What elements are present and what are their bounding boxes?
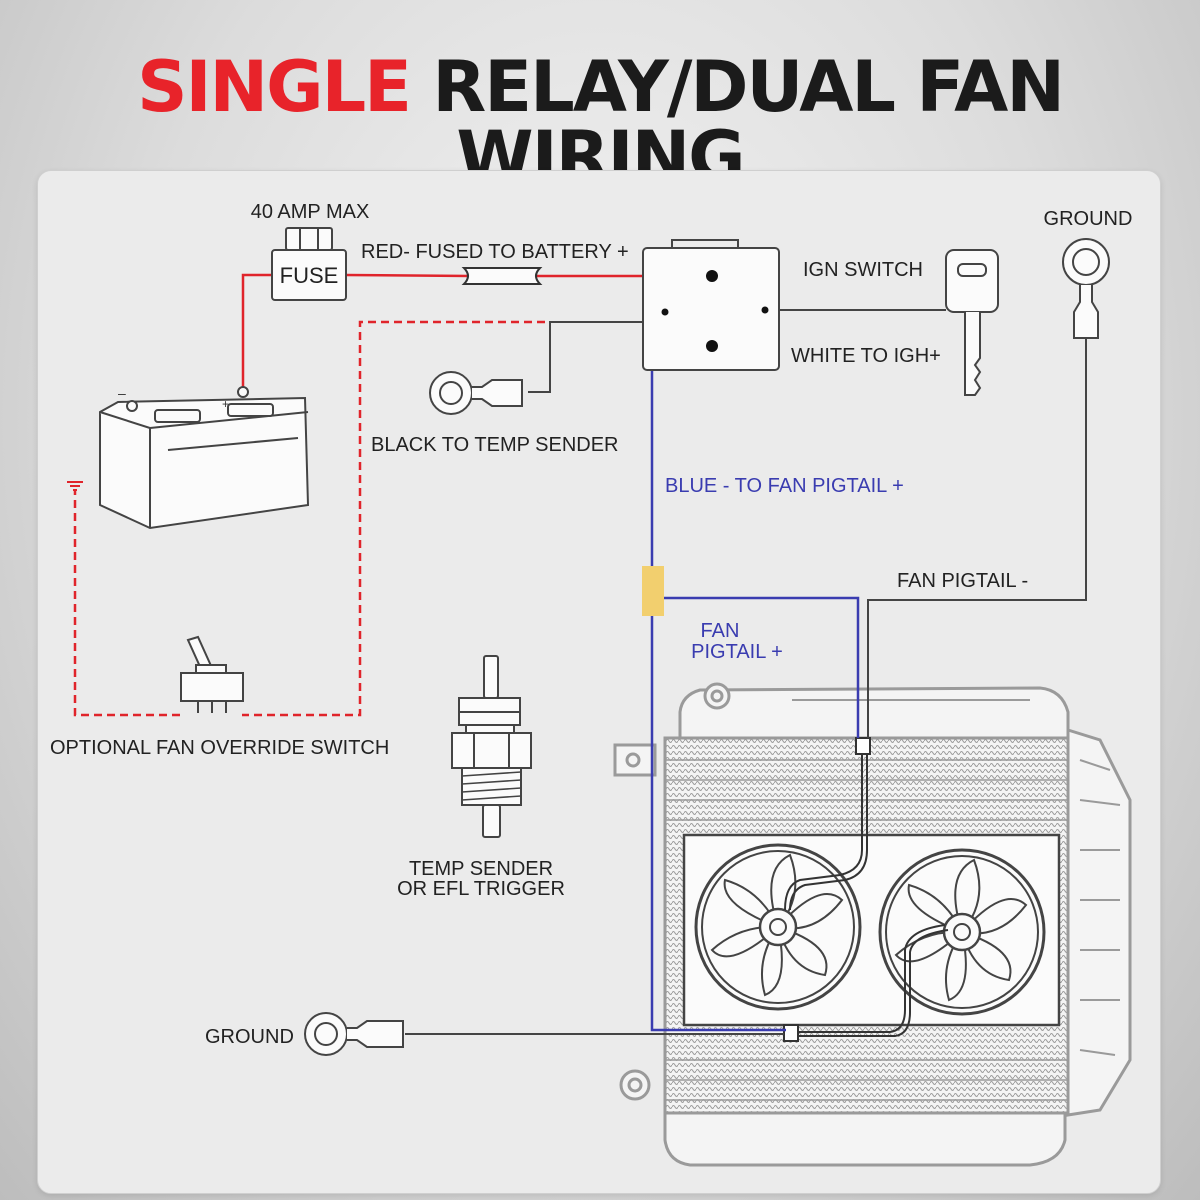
fan-icon [878, 848, 1046, 1016]
override-switch-label: OPTIONAL FAN OVERRIDE SWITCH [50, 737, 389, 759]
temp-sender-label-line2: OR EFL TRIGGER [397, 878, 565, 900]
toggle-switch-icon [180, 635, 244, 713]
svg-text:–: – [118, 385, 126, 401]
temp-sender-icon [451, 655, 532, 838]
ign-switch-label: IGN SWITCH [803, 259, 923, 281]
temp-sender-label-line1: TEMP SENDER [409, 858, 553, 880]
ground-symbol-icon [67, 481, 83, 491]
ring-terminal-icon [304, 1012, 404, 1056]
title-rest: RELAY/DUAL FAN WIRING [410, 46, 1065, 198]
white-wire-label: WHITE TO IGH+ [791, 345, 941, 367]
inline-fuse-icon [461, 267, 543, 285]
amp-max-label: 40 AMP MAX [251, 201, 370, 223]
override-dashed-wire [73, 320, 545, 717]
ground-wire [405, 345, 1087, 1035]
fuse-icon [271, 227, 347, 301]
page-title: SINGLE RELAY/DUAL FAN WIRING [0, 52, 1200, 192]
ground-bottom-label: GROUND [205, 1026, 294, 1048]
fan-pigtail-neg-label: FAN PIGTAIL - [897, 570, 1028, 592]
red-wire-label: RED- FUSED TO BATTERY + [361, 241, 629, 263]
key-icon [945, 249, 999, 396]
ring-terminal-icon [429, 371, 523, 415]
fan-icon [694, 843, 862, 1011]
svg-text:+: + [222, 397, 229, 411]
title-highlight: SINGLE [137, 46, 412, 128]
battery-icon: + – [99, 385, 310, 530]
fan-internal-wiring [783, 737, 949, 1042]
ring-terminal-icon [1062, 238, 1110, 346]
butt-connector [642, 566, 664, 616]
blue-wire-label: BLUE - TO FAN PIGTAIL + [665, 475, 904, 497]
black-wire-label: BLACK TO TEMP SENDER [371, 434, 619, 456]
ground-top-label: GROUND [1044, 208, 1133, 230]
fuse-label: FUSE [280, 263, 339, 288]
relay-icon [642, 239, 780, 371]
fan-pigtail-pos-label-line2: PIGTAIL + [691, 641, 783, 663]
fan-pigtail-pos-label-line1: FAN [701, 620, 740, 642]
